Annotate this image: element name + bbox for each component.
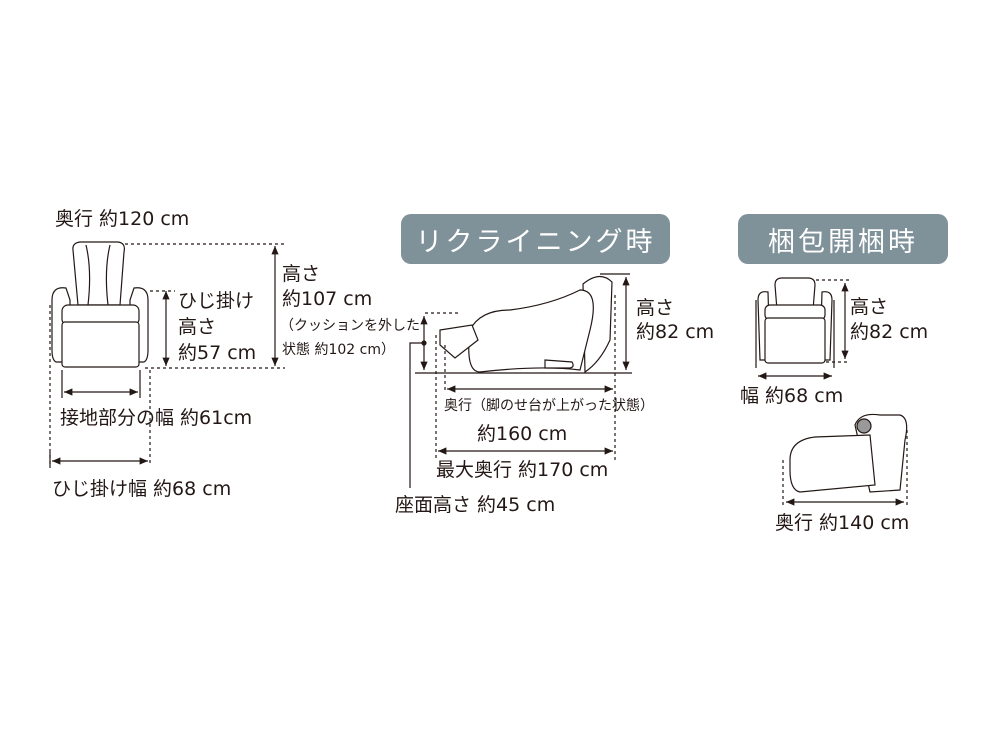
chair-unpacking-side-view	[789, 413, 908, 493]
chair-reclining-view	[439, 275, 613, 374]
ground-width-label: 接地部分の幅 約61cm	[60, 407, 253, 429]
unpacking-width-label: 幅 約68 cm	[740, 385, 844, 407]
unpacking-depth-label: 奥行 約140 cm	[775, 512, 910, 534]
unpacking-badge: 梱包開梱時	[738, 214, 948, 264]
chair-unpacking-front-view	[757, 277, 833, 364]
front-guides	[49, 243, 285, 466]
seat-height-label: 座面高さ 約45 cm	[395, 494, 556, 516]
reclining-height-value: 約82 cm	[636, 321, 715, 343]
height-note-2: 状態 約102 cm）	[282, 342, 395, 358]
normal-height-label: 高さ	[282, 263, 321, 285]
armrest-height-label-1: ひじ掛け	[178, 290, 255, 312]
armrest-width-label: ひじ掛け幅 約68 cm	[52, 478, 232, 500]
reclining-depth-value: 約160 cm	[477, 423, 568, 445]
reclining-height-label: 高さ	[636, 297, 675, 319]
unpacking-height-label: 高さ	[850, 296, 889, 318]
unpacking-height-value: 約82 cm	[850, 321, 929, 343]
armrest-height-value: 約57 cm	[178, 342, 257, 364]
chair-front-view	[51, 241, 149, 368]
height-note-1: （クッションを外した	[280, 318, 420, 334]
armrest-height-label-2: 高さ	[178, 316, 217, 338]
normal-depth-label: 奥行 約120 cm	[55, 208, 190, 230]
normal-height-value: 約107 cm	[282, 288, 373, 310]
max-depth-label: 最大奥行 約170 cm	[436, 459, 609, 481]
reclining-badge: リクライニング時	[401, 214, 670, 264]
reclining-depth-note: 奥行（脚のせ台が上がった状態）	[444, 398, 654, 414]
